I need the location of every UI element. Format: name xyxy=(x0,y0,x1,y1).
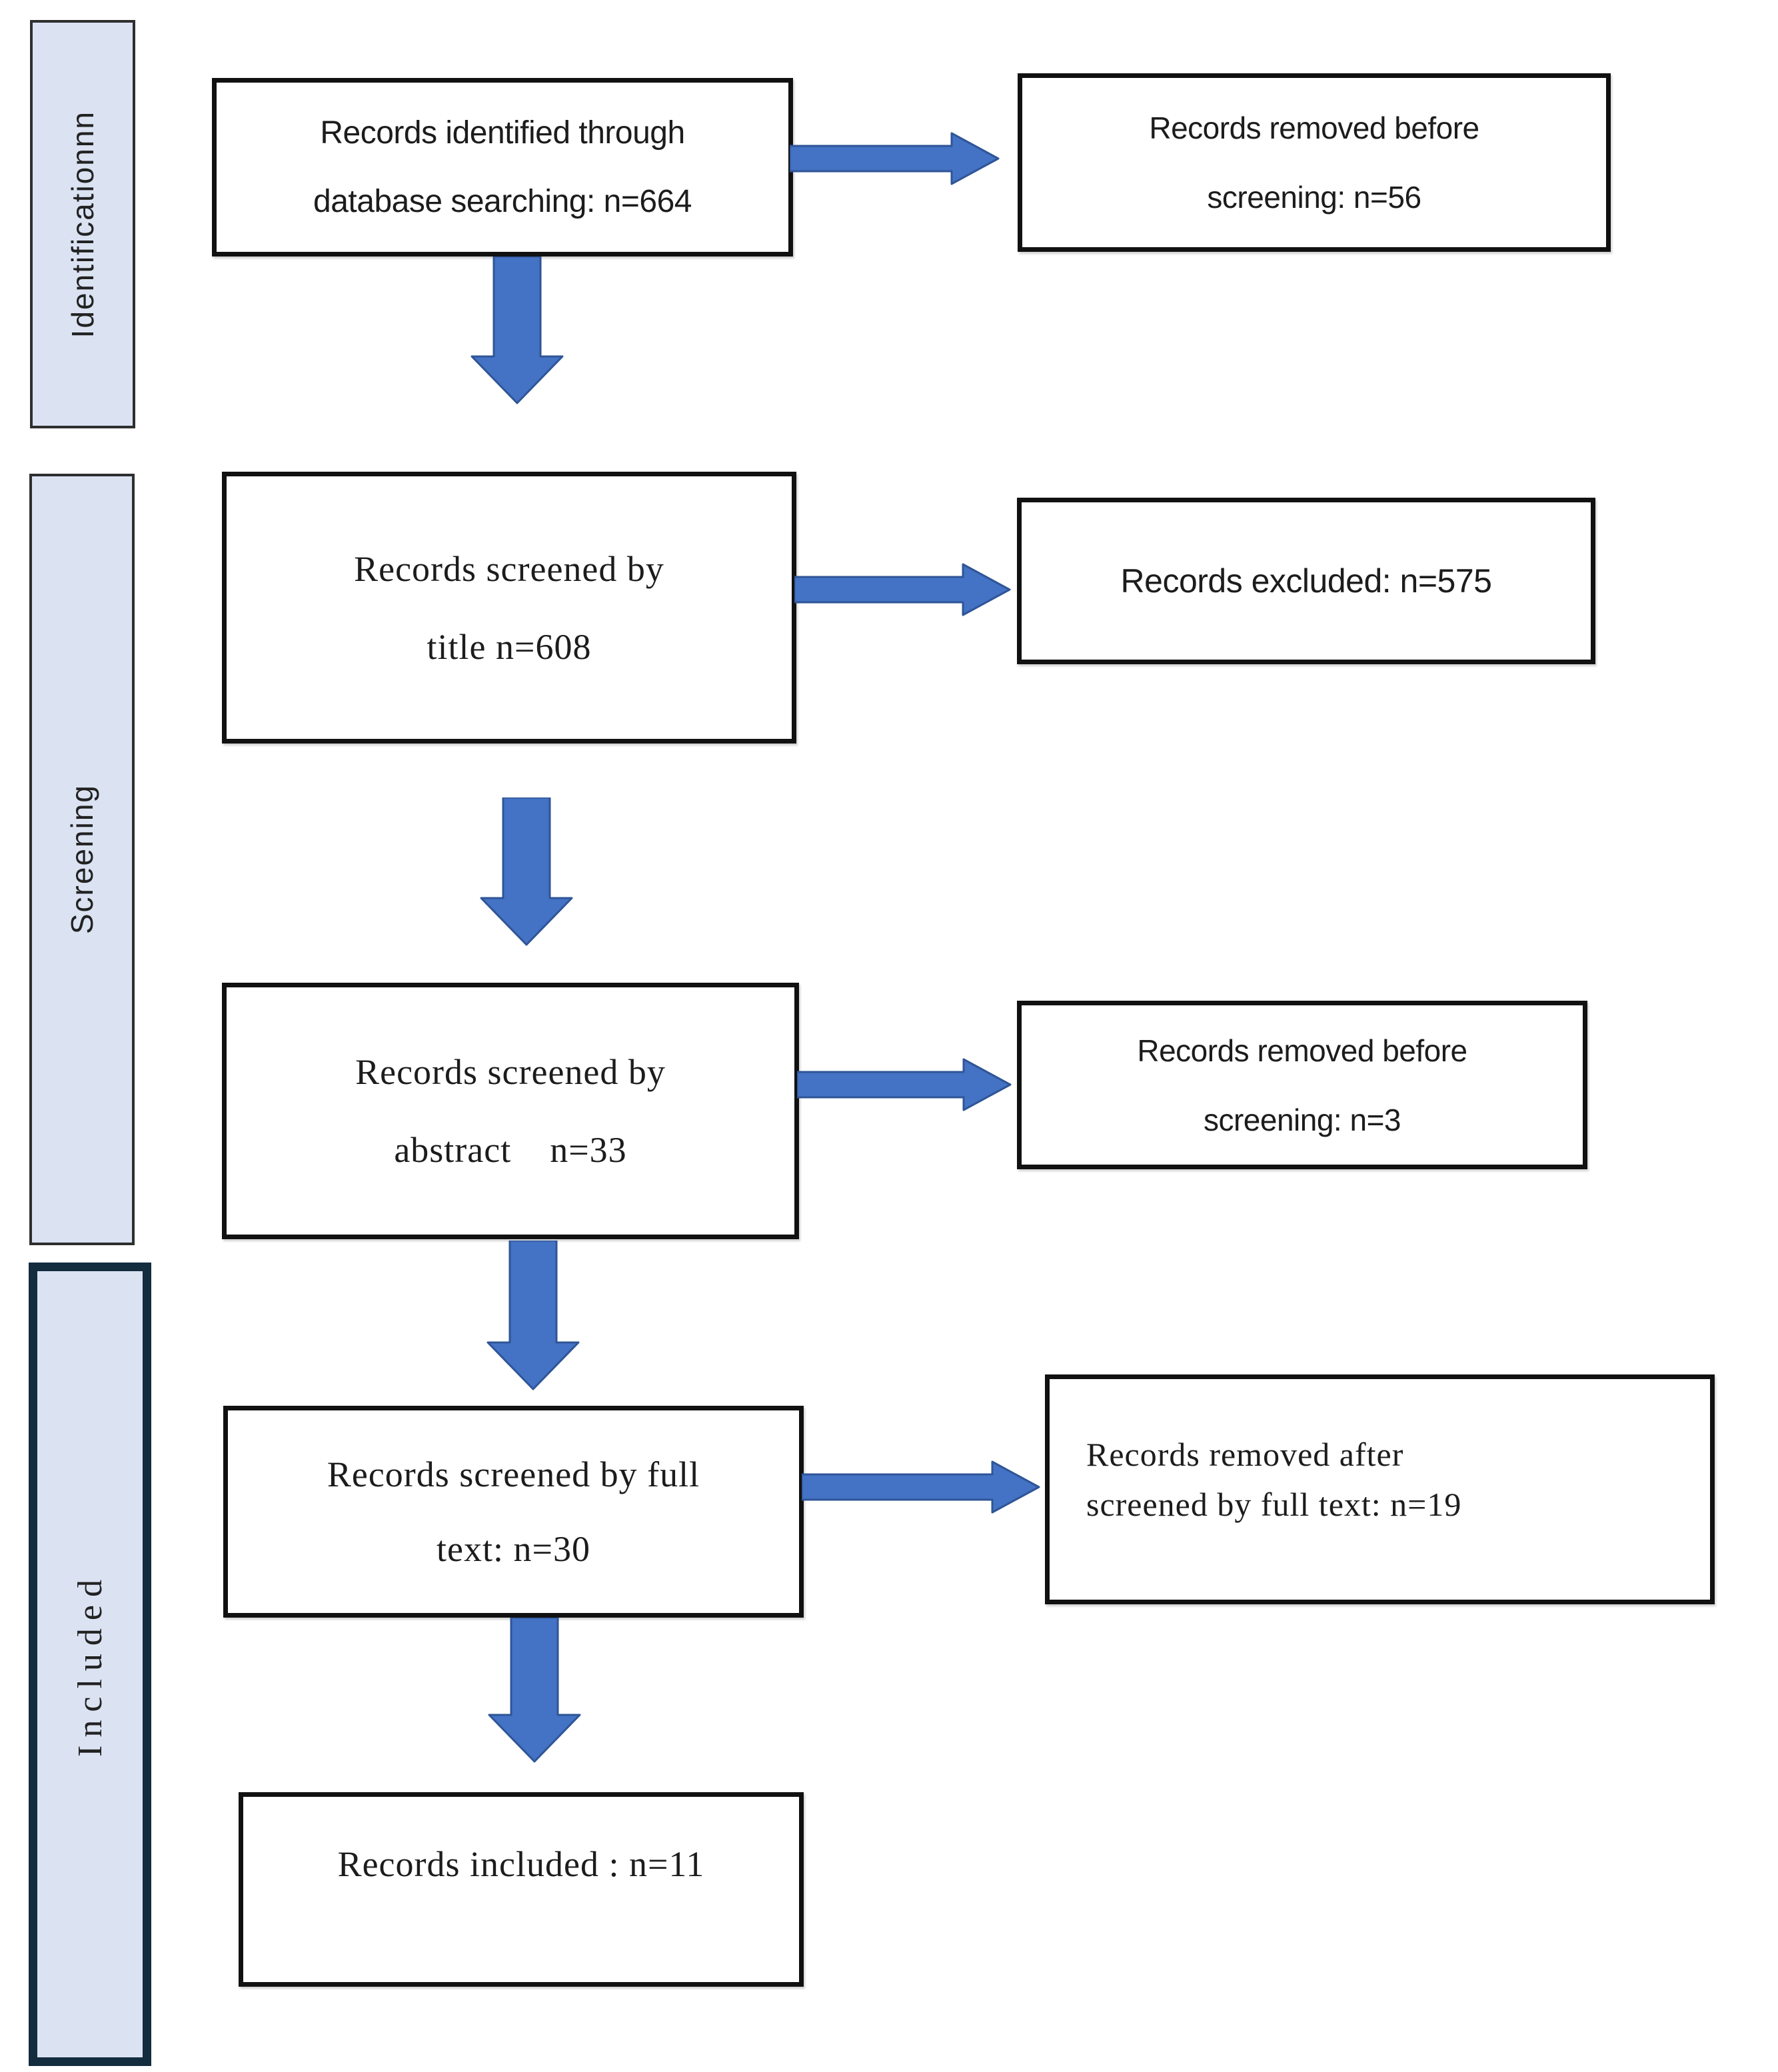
box-line: abstract n=33 xyxy=(394,1130,627,1170)
box-records-screened-title: Records screened by title n=608 xyxy=(222,472,796,744)
flow-arrow-right-3 xyxy=(797,1058,1012,1111)
stage-label-text: Identificationnn xyxy=(65,110,100,338)
box-line: screening: n=3 xyxy=(1203,1102,1401,1137)
flow-arrow-down-3 xyxy=(486,1241,580,1390)
box-line: Records removed before xyxy=(1137,1033,1467,1068)
box-line: Records excluded: n=575 xyxy=(1120,562,1492,600)
box-line: Records screened by xyxy=(355,1052,666,1092)
box-records-removed-after-full-text: Records removed after screened by full t… xyxy=(1045,1374,1715,1604)
box-records-removed-before-screening-56: Records removed before screening: n=56 xyxy=(1018,73,1611,252)
box-line: Records screened by xyxy=(354,548,664,589)
box-line: Records removed after xyxy=(1086,1435,1404,1473)
box-line: database searching: n=664 xyxy=(313,184,692,219)
box-records-screened-full-text: Records screened by full text: n=30 xyxy=(223,1406,804,1618)
flow-arrow-right-2 xyxy=(794,563,1011,616)
flow-arrow-down-4 xyxy=(488,1618,581,1763)
flow-arrow-right-4 xyxy=(802,1460,1040,1514)
flow-arrow-down-2 xyxy=(480,797,573,946)
box-records-excluded: Records excluded: n=575 xyxy=(1017,498,1595,664)
stage-label-included: Included xyxy=(29,1263,151,2066)
stage-label-text: Screening xyxy=(65,784,99,935)
box-line: Records removed before xyxy=(1149,111,1479,145)
flow-arrow-right-1 xyxy=(790,132,1000,185)
box-line: text: n=30 xyxy=(437,1529,590,1569)
box-line: Records included : n=11 xyxy=(337,1844,705,1884)
stage-label-screening: Screening xyxy=(29,474,135,1245)
box-records-identified: Records identified through database sear… xyxy=(212,78,793,257)
box-line: Records identified through xyxy=(320,115,685,151)
stage-label-identification: Identificationnn xyxy=(30,20,135,428)
box-line: screened by full text: n=19 xyxy=(1086,1485,1462,1523)
box-line: title n=608 xyxy=(427,626,592,667)
flow-arrow-down-1 xyxy=(470,257,564,404)
box-records-screened-abstract: Records screened by abstract n=33 xyxy=(222,983,799,1239)
box-line: Records screened by full xyxy=(327,1454,700,1494)
stage-label-text: Included xyxy=(71,1572,109,1757)
box-records-removed-before-screening-3: Records removed before screening: n=3 xyxy=(1017,1001,1587,1169)
box-line: screening: n=56 xyxy=(1207,180,1421,215)
box-records-included: Records included : n=11 xyxy=(239,1792,804,1987)
